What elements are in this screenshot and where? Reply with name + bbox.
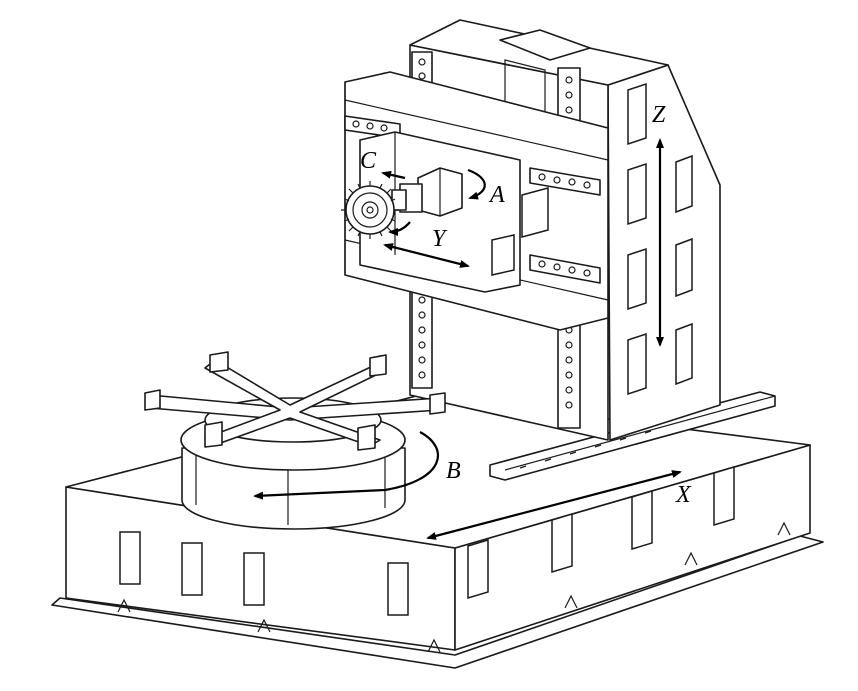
- workpiece-fixture: [144, 351, 446, 451]
- c-axis-label: C: [360, 148, 377, 174]
- b-axis-arrow: [253, 431, 439, 500]
- b-axis-label: B: [446, 458, 461, 484]
- bed-front-windows: [119, 531, 409, 616]
- z-axis-label: Z: [652, 102, 666, 128]
- y-axis-label: Y: [432, 226, 448, 252]
- a-axis-label: A: [488, 182, 505, 208]
- x-axis-arrow: [426, 470, 682, 540]
- c-axis-arrow: [381, 170, 411, 236]
- machine-bed: [51, 394, 824, 669]
- gear-cutter: [341, 181, 399, 239]
- y-axis-arrow: [383, 243, 470, 268]
- spindle-head: [391, 167, 463, 217]
- column-side-windows: [627, 82, 693, 396]
- a-axis-arrow: [467, 168, 486, 200]
- x-axis-label: X: [675, 482, 692, 508]
